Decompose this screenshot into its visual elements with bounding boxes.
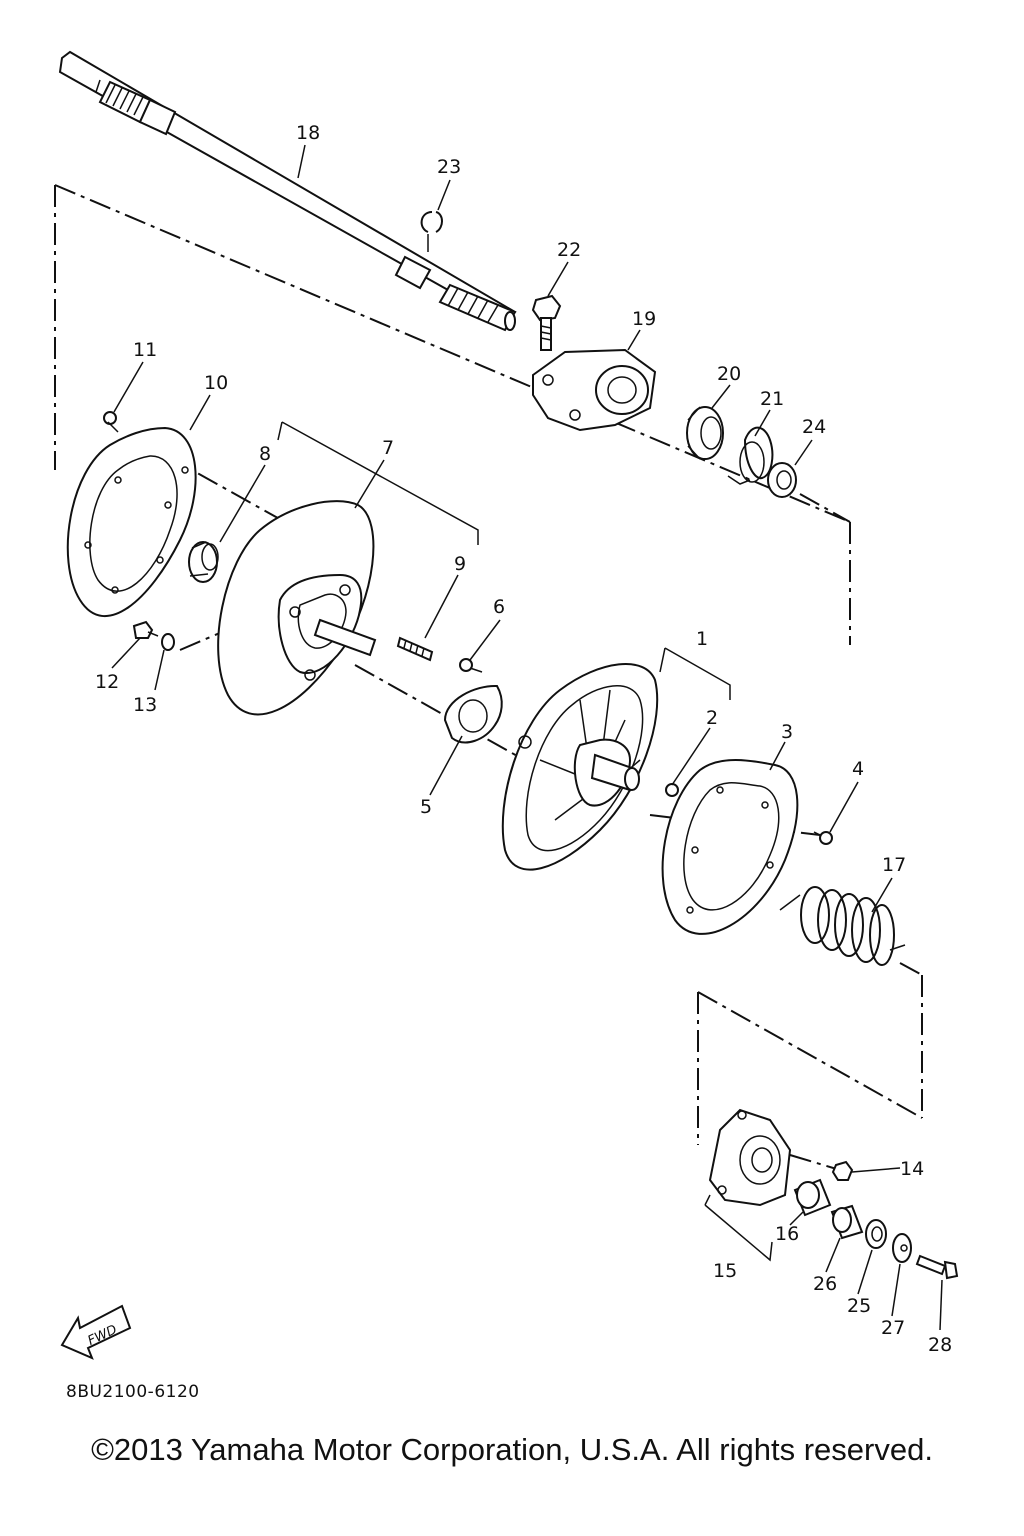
part-bolt — [531, 294, 562, 351]
part-screw-11 — [103, 411, 119, 433]
part-circlip — [420, 211, 443, 233]
part-cover-plate — [66, 426, 197, 618]
callout-13: 13 — [133, 694, 157, 716]
assembly-frame-lower — [697, 962, 923, 1145]
part-stud-pin — [396, 636, 434, 662]
center-axis-lower — [789, 1154, 841, 1171]
part-bushing-16 — [793, 1178, 832, 1217]
part-bearing — [686, 406, 724, 460]
callout-labels: 18 23 22 19 11 10 20 21 24 8 7 9 6 1 12 … — [95, 122, 952, 1356]
part-screw-2 — [665, 783, 679, 797]
callout-17: 17 — [882, 854, 906, 876]
callout-4: 4 — [852, 758, 864, 780]
callout-5: 5 — [420, 796, 432, 818]
part-plate-washer — [892, 1233, 912, 1263]
callout-18: 18 — [296, 122, 320, 144]
part-bushing — [188, 541, 219, 583]
part-screw-6 — [459, 658, 483, 673]
callout-1: 1 — [696, 628, 708, 650]
part-flange-ring — [661, 759, 799, 935]
center-axis-left — [179, 619, 251, 651]
callout-12: 12 — [95, 671, 119, 693]
callout-9: 9 — [454, 553, 466, 575]
part-bolt-28 — [915, 1254, 959, 1280]
assembly-frame-upper — [54, 184, 851, 645]
callout-28: 28 — [928, 1334, 952, 1356]
callout-25: 25 — [847, 1295, 871, 1317]
callout-26: 26 — [813, 1273, 837, 1295]
part-movable-sheave — [501, 663, 659, 871]
center-axis-upper — [164, 454, 286, 523]
callout-6: 6 — [493, 596, 505, 618]
callout-21: 21 — [760, 388, 784, 410]
copyright-notice: ©2013 Yamaha Motor Corporation, U.S.A. A… — [91, 1432, 933, 1467]
callout-16: 16 — [775, 1223, 799, 1245]
part-screw-4 — [813, 831, 833, 845]
part-washer — [767, 462, 797, 498]
callout-20: 20 — [717, 363, 741, 385]
callout-11: 11 — [133, 339, 157, 361]
callout-22: 22 — [557, 239, 581, 261]
part-gasket — [443, 684, 503, 744]
callout-24: 24 — [802, 416, 826, 438]
part-drive-shaft — [58, 50, 517, 332]
part-washer-13 — [161, 633, 175, 651]
part-collar — [830, 1204, 864, 1240]
callout-3: 3 — [781, 721, 793, 743]
part-cam-housing — [708, 1108, 792, 1207]
part-bolt-12 — [132, 620, 159, 639]
part-snap-ring — [727, 426, 774, 485]
part-bearing-housing — [532, 348, 657, 432]
callout-15: 15 — [713, 1260, 737, 1282]
callout-2: 2 — [706, 707, 718, 729]
callout-14: 14 — [900, 1158, 924, 1180]
callout-10: 10 — [204, 372, 228, 394]
part-washer-25 — [865, 1219, 887, 1249]
part-nut — [831, 1160, 854, 1181]
callout-19: 19 — [632, 308, 656, 330]
part-fixed-sheave — [217, 500, 377, 716]
callout-23: 23 — [437, 156, 461, 178]
leader-lines — [111, 144, 943, 1331]
callout-8: 8 — [259, 443, 271, 465]
fwd-arrow-icon: FWD — [60, 1304, 132, 1360]
callout-27: 27 — [881, 1317, 905, 1339]
part-torque-spring — [779, 886, 906, 966]
diagram-reference-code: 8BU2100-6120 — [66, 1382, 200, 1402]
callout-7: 7 — [382, 437, 394, 459]
